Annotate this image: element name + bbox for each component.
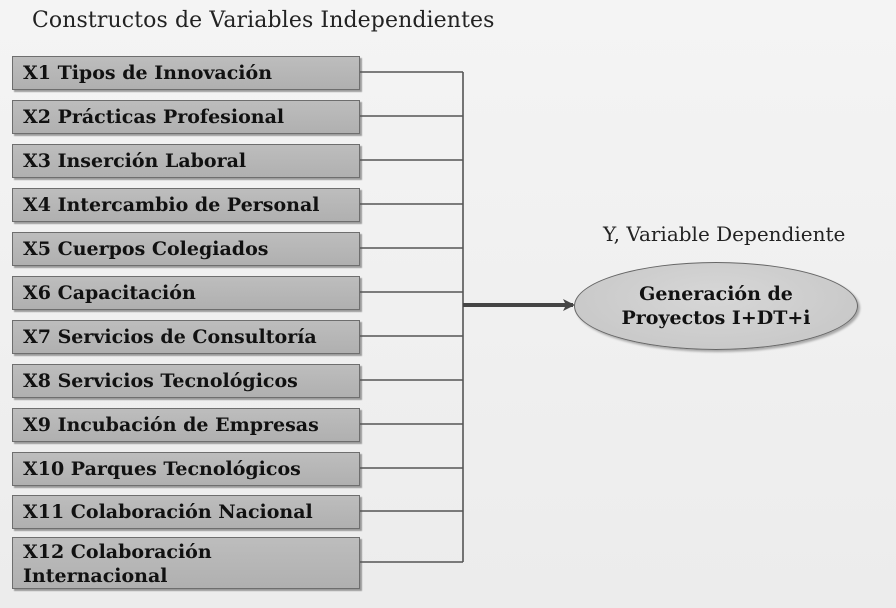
variable-box-x12: X12 Colaboración Internacional <box>12 537 360 589</box>
variable-box-x4: X4 Intercambio de Personal <box>12 188 360 222</box>
variable-box-x6: X6 Capacitación <box>12 276 360 310</box>
dependent-variable-title: Y, Variable Dependiente <box>603 222 846 246</box>
dependent-variable-label: Generación de Proyectos I+DT+i <box>621 283 811 329</box>
variable-box-x10: X10 Parques Tecnológicos <box>12 452 360 486</box>
dependent-variable-ellipse: Generación de Proyectos I+DT+i <box>574 262 858 350</box>
variable-box-x7: X7 Servicios de Consultoría <box>12 320 360 354</box>
variable-box-x2: X2 Prácticas Profesional <box>12 100 360 134</box>
variable-box-x5: X5 Cuerpos Colegiados <box>12 232 360 266</box>
variable-box-x8: X8 Servicios Tecnológicos <box>12 364 360 398</box>
variable-box-x1: X1 Tipos de Innovación <box>12 56 360 90</box>
variable-box-x9: X9 Incubación de Empresas <box>12 408 360 442</box>
independent-variables-title: Constructos de Variables Independientes <box>32 8 495 33</box>
variable-box-x3: X3 Inserción Laboral <box>12 144 360 178</box>
variable-box-x11: X11 Colaboración Nacional <box>12 495 360 529</box>
